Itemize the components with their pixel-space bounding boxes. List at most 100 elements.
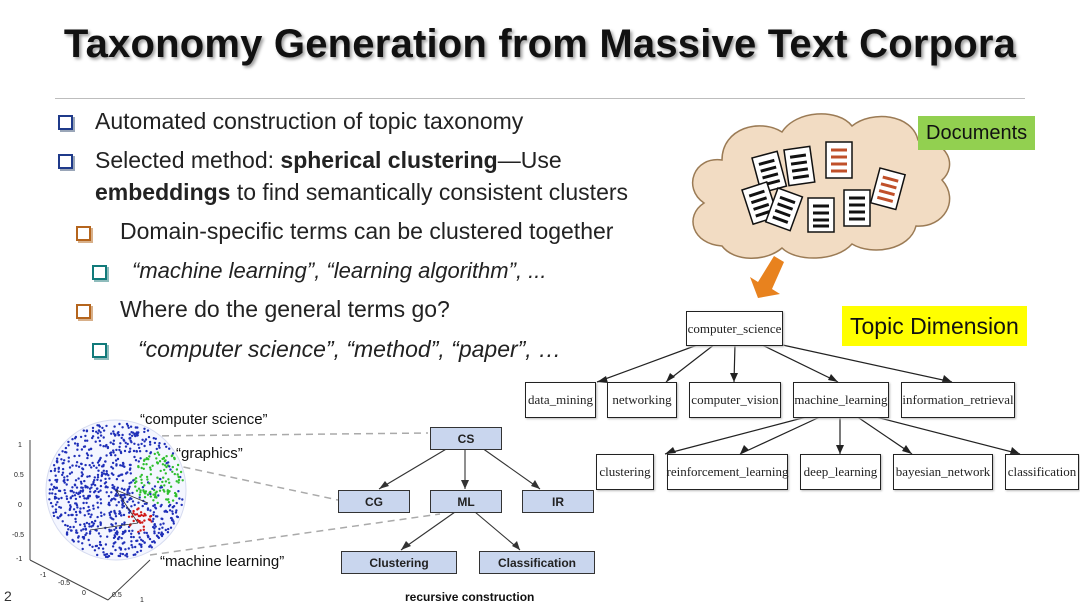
- sphere-point: [149, 495, 152, 498]
- sphere-point: [147, 535, 150, 538]
- sphere-point: [148, 440, 152, 444]
- sphere-point: [60, 496, 63, 500]
- sphere-point: [117, 501, 121, 504]
- sphere-point: [167, 491, 170, 494]
- sphere-point: [139, 475, 142, 478]
- sphere-point: [143, 427, 146, 430]
- sphere-point: [165, 462, 168, 465]
- sphere-point: [152, 488, 156, 492]
- sphere-point: [83, 514, 87, 517]
- sphere-point: [112, 432, 116, 435]
- sphere-point: [88, 475, 91, 478]
- sphere-point: [165, 465, 168, 469]
- sphere-point: [143, 444, 146, 448]
- sphere-point: [180, 503, 183, 507]
- sphere-point: [137, 514, 141, 518]
- sphere-point: [169, 526, 173, 529]
- sphere-point: [153, 541, 156, 544]
- sphere-point: [73, 437, 77, 440]
- sphere-point: [159, 523, 162, 526]
- sphere-point: [111, 442, 115, 445]
- sphere-point: [162, 522, 165, 525]
- sphere-point: [48, 492, 51, 495]
- sphere-point: [108, 477, 111, 480]
- page-title: Taxonomy Generation from Massive Text Co…: [63, 22, 1017, 66]
- sphere-point: [52, 485, 56, 489]
- sphere-point: [149, 451, 153, 454]
- sphere-point: [61, 450, 64, 453]
- sphere-point: [109, 453, 113, 457]
- sphere-point: [61, 520, 64, 523]
- bullet-text-method: Selected method: spherical clustering—Us…: [95, 147, 562, 173]
- sphere-point: [116, 457, 120, 461]
- sphere-point: [63, 478, 66, 482]
- sphere-point: [128, 498, 131, 501]
- sphere-point: [166, 489, 169, 492]
- sphere-point: [128, 485, 131, 488]
- sphere-point: [143, 484, 146, 487]
- sphere-point: [134, 477, 138, 480]
- sphere-point: [136, 426, 139, 429]
- documents-cloud-icon: [692, 113, 951, 259]
- sphere-point: [85, 532, 88, 535]
- sphere-point: [126, 500, 129, 503]
- sphere-label: “computer science”: [140, 411, 268, 428]
- sphere-point: [113, 425, 116, 428]
- sphere-point: [74, 502, 77, 505]
- sphere-point: [162, 476, 165, 479]
- sphere-point: [97, 429, 101, 432]
- sphere-point: [140, 473, 143, 477]
- sphere-point: [119, 464, 122, 467]
- recursive-node-level1: IR: [522, 490, 594, 513]
- sphere-point: [132, 479, 135, 482]
- sphere-point: [154, 515, 158, 518]
- sphere-point: [120, 487, 124, 490]
- sphere-point: [64, 523, 67, 527]
- sphere-point: [69, 504, 72, 507]
- sphere-point: [115, 478, 119, 481]
- sphere-point: [55, 480, 58, 483]
- sphere-point: [83, 522, 86, 526]
- sphere-point: [96, 553, 99, 557]
- sphere-point: [125, 552, 129, 556]
- sphere-point: [114, 494, 117, 497]
- sphere-point: [75, 504, 79, 507]
- sphere-point: [71, 513, 74, 517]
- sphere-point: [106, 446, 110, 450]
- sphere-point: [110, 432, 113, 435]
- sphere-point: [145, 457, 148, 461]
- sphere-point: [88, 525, 91, 528]
- topic-node-level1: information_retrieval: [901, 382, 1015, 418]
- sphere-point: [49, 501, 53, 505]
- sphere-point: [82, 429, 86, 432]
- sphere-point: [176, 463, 180, 467]
- sphere-point: [54, 503, 58, 506]
- sphere-point: [89, 515, 92, 519]
- sphere-point: [175, 509, 178, 512]
- sphere-point: [97, 436, 100, 439]
- sphere-point: [84, 533, 87, 537]
- sphere-point: [113, 528, 116, 531]
- sphere-point: [145, 449, 148, 453]
- sphere-point: [89, 530, 92, 533]
- sphere-point: [176, 515, 180, 519]
- sphere-point: [140, 513, 143, 517]
- sphere-point: [128, 450, 132, 453]
- sphere-point: [113, 509, 116, 513]
- sphere-point: [107, 501, 111, 504]
- sphere-point: [174, 511, 178, 514]
- sphere-point: [85, 521, 89, 525]
- sphere-point: [120, 537, 123, 540]
- sphere-point: [114, 512, 117, 515]
- sphere-point: [52, 464, 56, 467]
- sphere-point: [121, 479, 125, 482]
- sphere-point: [145, 531, 148, 535]
- sphere-point: [156, 461, 159, 465]
- sphere-point: [161, 526, 164, 529]
- sphere-point: [85, 452, 89, 455]
- sphere-point: [140, 481, 143, 485]
- sphere-point: [114, 526, 118, 530]
- topic-node-level1: data_mining: [525, 382, 596, 418]
- sphere-point: [90, 483, 93, 486]
- sphere-point: [144, 490, 148, 493]
